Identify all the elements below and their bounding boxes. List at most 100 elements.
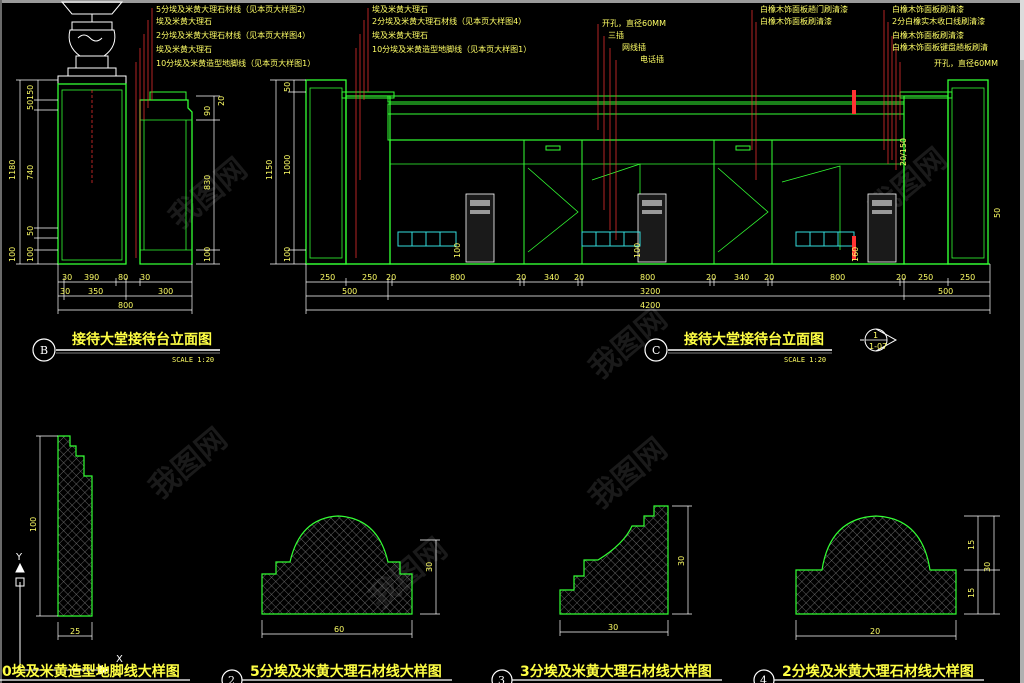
dims-c-side: 100 100 160 20/150 50 <box>453 138 1002 262</box>
svg-text:30: 30 <box>425 562 434 572</box>
svg-text:100: 100 <box>453 243 462 258</box>
svg-text:150: 150 <box>26 85 35 100</box>
svg-text:20: 20 <box>574 273 584 282</box>
svg-text:白橡木饰面板刷清漆: 白橡木饰面板刷清漆 <box>892 30 964 40</box>
svg-text:390: 390 <box>84 273 99 282</box>
svg-text:800: 800 <box>830 273 845 282</box>
annotations-b: 5分埃及米黄大理石材线（见本页大样图2） 埃及米黄大理石 2分埃及米黄大理石材线… <box>156 4 315 68</box>
svg-text:30: 30 <box>60 287 70 296</box>
svg-text:250: 250 <box>362 273 377 282</box>
svg-text:20: 20 <box>217 96 226 106</box>
vertical-scrollbar[interactable] <box>1020 0 1024 683</box>
svg-text:2分埃及米黄大理石材线（见本页大样图4）: 2分埃及米黄大理石材线（见本页大样图4） <box>372 16 526 26</box>
svg-text:4: 4 <box>760 674 767 683</box>
svg-text:1: 1 <box>873 331 878 340</box>
annotations-far-right: 白橡木饰面板刷清漆 2分白橡实木收口线刷清漆 白橡木饰面板刷清漆 白橡木饰面板键… <box>892 4 998 68</box>
svg-text:我图网: 我图网 <box>143 421 234 506</box>
svg-text:20: 20 <box>764 273 774 282</box>
svg-text:50: 50 <box>26 100 35 110</box>
svg-text:50: 50 <box>993 208 1002 218</box>
svg-text:开孔，直径60MM: 开孔，直径60MM <box>602 18 666 28</box>
svg-text:4200: 4200 <box>640 301 660 310</box>
svg-text:我图网: 我图网 <box>163 151 254 236</box>
svg-text:X: X <box>116 654 123 665</box>
svg-text:Y: Y <box>15 552 23 563</box>
svg-text:800: 800 <box>450 273 465 282</box>
svg-text:50: 50 <box>283 82 292 92</box>
svg-text:B: B <box>40 344 48 357</box>
dims-c-row1: 250 250 20 800 20 340 20 800 20 340 20 8… <box>320 273 975 282</box>
elevation-c: 埃及米黄大理石 2分埃及米黄大理石材线（见本页大样图4） 埃及米黄大理石 10分… <box>265 4 1002 314</box>
svg-text:三插: 三插 <box>608 30 624 40</box>
svg-text:白橡木饰面板刷清漆: 白橡木饰面板刷清漆 <box>892 4 964 14</box>
svg-text:C: C <box>652 344 660 357</box>
svg-text:3200: 3200 <box>640 287 660 296</box>
svg-text:250: 250 <box>320 273 335 282</box>
svg-text:25: 25 <box>70 627 80 636</box>
svg-text:30: 30 <box>983 562 992 572</box>
annotations-c-mid: 开孔，直径60MM 三插 网线插 电话插 <box>602 18 666 64</box>
svg-text:100: 100 <box>283 247 292 262</box>
svg-text:埃及米黄大理石: 埃及米黄大理石 <box>372 4 428 14</box>
svg-text:250: 250 <box>918 273 933 282</box>
detail-2: 60 30 <box>261 515 440 638</box>
svg-text:20: 20 <box>896 273 906 282</box>
dims-b-right: 20 90 830 100 <box>203 96 226 262</box>
svg-text:5分埃及米黄大理石材线（见本页大样图2）: 5分埃及米黄大理石材线（见本页大样图2） <box>156 4 310 14</box>
elevation-b: 5分埃及米黄大理石材线（见本页大样图2） 埃及米黄大理石 2分埃及米黄大理石材线… <box>8 1 315 314</box>
detail-3: 30 30 <box>559 505 692 636</box>
svg-text:500: 500 <box>938 287 953 296</box>
computer-towers <box>465 193 897 263</box>
svg-text:20: 20 <box>516 273 526 282</box>
svg-text:800: 800 <box>118 301 133 310</box>
svg-text:160: 160 <box>851 247 860 262</box>
svg-text:5分埃及米黄大理石材线大样图: 5分埃及米黄大理石材线大样图 <box>250 663 442 680</box>
svg-text:250: 250 <box>960 273 975 282</box>
svg-text:830: 830 <box>203 175 212 190</box>
svg-text:接待大堂接待台立面图: 接待大堂接待台立面图 <box>72 331 212 348</box>
svg-text:90: 90 <box>203 106 212 116</box>
detail-titles: 0埃及米黄造型地脚线大样图 2 5分埃及米黄大理石材线大样图 3 3分埃及米黄大… <box>0 663 984 683</box>
svg-text:500: 500 <box>342 287 357 296</box>
svg-text:50: 50 <box>26 226 35 236</box>
svg-text:2分白橡实木收口线刷清漆: 2分白橡实木收口线刷清漆 <box>892 16 985 26</box>
svg-text:3分埃及米黄大理石材线大样图: 3分埃及米黄大理石材线大样图 <box>520 663 712 680</box>
svg-text:300: 300 <box>158 287 173 296</box>
ucs-icon <box>15 562 110 675</box>
svg-text:20: 20 <box>870 627 880 636</box>
svg-text:1150: 1150 <box>265 160 274 180</box>
svg-text:埃及米黄大理石: 埃及米黄大理石 <box>156 16 212 26</box>
svg-text:30: 30 <box>608 623 618 632</box>
title-b: B 接待大堂接待台立面图 SCALE 1:20 <box>32 331 220 364</box>
svg-text:30: 30 <box>140 273 150 282</box>
svg-text:开孔，直径60MM: 开孔，直径60MM <box>934 58 998 68</box>
svg-text:15: 15 <box>967 588 976 598</box>
scrollbar-thumb[interactable] <box>1020 0 1024 60</box>
svg-text:20: 20 <box>386 273 396 282</box>
svg-text:30: 30 <box>677 556 686 566</box>
svg-text:白橡木饰面板刷清漆: 白橡木饰面板刷清漆 <box>760 16 832 26</box>
svg-text:100: 100 <box>8 247 17 262</box>
svg-text:15: 15 <box>967 540 976 550</box>
dims-b-bottom: 30 390 80 30 30 350 300 800 <box>60 273 173 310</box>
svg-text:80: 80 <box>118 273 128 282</box>
svg-text:1180: 1180 <box>8 160 17 180</box>
svg-text:340: 340 <box>544 273 559 282</box>
svg-text:30: 30 <box>62 273 72 282</box>
svg-text:2分埃及米黄大理石材线大样图: 2分埃及米黄大理石材线大样图 <box>782 663 974 680</box>
svg-text:白橡木饰面板趟门刷清漆: 白橡木饰面板趟门刷清漆 <box>760 4 848 14</box>
dims-c-row2: 500 3200 500 4200 <box>342 287 953 310</box>
svg-text:350: 350 <box>88 287 103 296</box>
dims-c-left: 1150 1000 50 100 <box>265 82 292 262</box>
detail-4: 20 15 15 30 <box>795 515 1000 640</box>
svg-text:白橡木饰面板键盘趟板刷清: 白橡木饰面板键盘趟板刷清 <box>892 42 988 52</box>
svg-text:SCALE 1:20: SCALE 1:20 <box>172 356 214 364</box>
svg-text:100: 100 <box>29 517 38 532</box>
svg-text:2: 2 <box>228 674 235 683</box>
annotations-c-left: 埃及米黄大理石 2分埃及米黄大理石材线（见本页大样图4） 埃及米黄大理石 10分… <box>372 4 531 54</box>
svg-text:我图网: 我图网 <box>583 431 674 516</box>
annotations-c-right: 白橡木饰面板趟门刷清漆 白橡木饰面板刷清漆 <box>760 4 848 26</box>
svg-text:20: 20 <box>706 273 716 282</box>
svg-text:100: 100 <box>26 247 35 262</box>
